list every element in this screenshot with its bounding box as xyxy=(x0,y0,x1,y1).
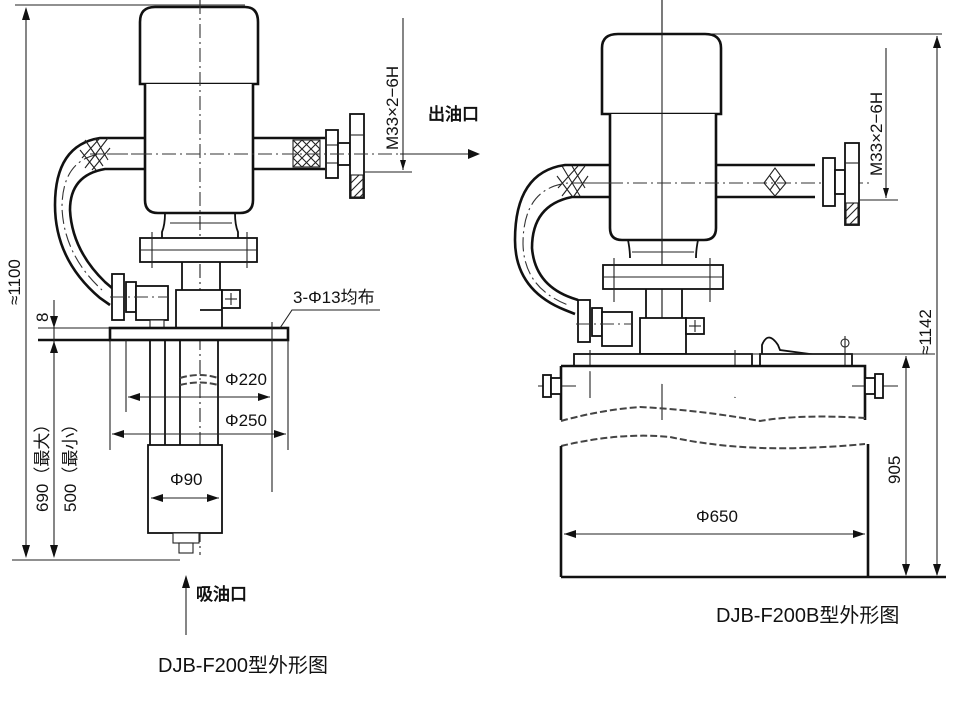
tank-top xyxy=(561,364,867,420)
u-pipe-outer-b xyxy=(513,163,610,316)
tank-side-bolt-left xyxy=(538,374,576,398)
outlet-nut-b xyxy=(822,157,836,207)
phi90-arrow-left-icon xyxy=(151,494,163,502)
phi250-arrow-left-icon xyxy=(112,430,124,438)
tank-height-arrow-bottom-icon xyxy=(902,564,910,576)
max-depth-label: 690（最大） xyxy=(33,416,52,512)
motor-neck xyxy=(161,212,239,238)
figure-djb-f200: M33×2−6H 出油口 3-Φ13均布 xyxy=(5,0,480,677)
mounting-plate xyxy=(108,326,290,342)
u-pipe-outer xyxy=(53,136,145,307)
outlet-label: 出油口 xyxy=(428,104,479,124)
hose-mesh-left xyxy=(79,137,111,171)
valve-block-b xyxy=(601,311,633,347)
phi220-arrow-right-icon xyxy=(258,393,270,401)
motor-cap xyxy=(138,5,260,86)
break-line-lower xyxy=(179,381,219,386)
break-line-upper xyxy=(179,374,219,379)
overall-height-arrow-bottom-icon xyxy=(22,545,30,558)
phi650-arrow-left-icon xyxy=(564,530,576,538)
outlet-connector-b xyxy=(834,169,846,195)
phi220-label: Φ220 xyxy=(225,370,267,389)
min-depth-label: 500（最小） xyxy=(61,416,80,512)
outlet-flange-hatch-b xyxy=(845,202,859,225)
inlet-nut-b xyxy=(577,299,591,343)
pump-body-b xyxy=(639,317,687,355)
suction-strainer xyxy=(147,444,223,534)
caption-djb-f200b: DJB-F200B型外形图 xyxy=(716,604,899,627)
outlet-flange-hatch xyxy=(350,174,364,198)
min-depth-arrow-bottom-icon xyxy=(50,545,58,558)
phi90-arrow-right-icon xyxy=(207,494,219,502)
phi90-label: Φ90 xyxy=(170,470,202,489)
caption-djb-f200: DJB-F200型外形图 xyxy=(158,654,328,677)
phi650-label: Φ650 xyxy=(696,507,738,526)
mounting-plate-b xyxy=(573,353,753,367)
outlet-arrow-icon xyxy=(468,149,480,159)
tank-side-bolt-right xyxy=(852,373,898,399)
phi250-arrow-right-icon xyxy=(274,430,286,438)
thread-arrow-icon xyxy=(400,160,406,170)
tank-break-lower xyxy=(560,434,866,450)
figure-djb-f200b: M33×2−6H xyxy=(513,0,946,627)
u-pipe-centerline-b xyxy=(522,182,610,306)
overall-height-label-b: ≈1142 xyxy=(916,309,935,355)
valve-block xyxy=(135,285,169,321)
u-pipe-inner-b xyxy=(530,195,610,302)
hole-leader-line xyxy=(279,309,380,329)
u-pipe-centerline xyxy=(61,153,145,291)
overall-height-arrow-bottom-b-icon xyxy=(933,564,941,576)
tank-break-upper xyxy=(560,405,866,423)
lid-plate xyxy=(759,353,853,367)
flange-thk-arrow-icon xyxy=(50,316,58,328)
inlet-arrow-icon xyxy=(182,575,190,588)
phi650-arrow-right-icon xyxy=(853,530,865,538)
tank-height-arrow-top-icon xyxy=(902,356,910,368)
phi250-label: Φ250 xyxy=(225,411,267,430)
inlet-plug-tip xyxy=(178,542,194,554)
hole-spec-label: 3-Φ13均布 xyxy=(293,288,375,307)
hose-mesh-left-b xyxy=(556,165,589,197)
thread-arrow-b-icon xyxy=(883,188,889,198)
inlet-plug xyxy=(172,532,200,544)
pump-body xyxy=(175,289,223,329)
motor-body-b xyxy=(608,114,718,242)
motor-neck-b xyxy=(627,239,699,259)
tank-height-label: 905 xyxy=(885,456,904,484)
min-depth-arrow-top-icon xyxy=(50,341,58,353)
overall-height-arrow-top-icon xyxy=(22,7,30,20)
inlet-connector-b xyxy=(591,307,603,337)
thread-spec-label: M33×2−6H xyxy=(383,66,402,150)
u-pipe-inner xyxy=(68,167,145,289)
overall-height-label: ≈1100 xyxy=(5,259,24,305)
inlet-label: 吸油口 xyxy=(196,584,247,604)
hose-mesh-right-b xyxy=(763,167,787,197)
motor-body xyxy=(143,84,255,215)
overall-height-arrow-top-b-icon xyxy=(933,36,941,48)
phi220-arrow-left-icon xyxy=(128,393,140,401)
flange-thickness-label: 8 xyxy=(33,313,52,322)
thread-spec-label-b: M33×2−6H xyxy=(867,92,886,176)
